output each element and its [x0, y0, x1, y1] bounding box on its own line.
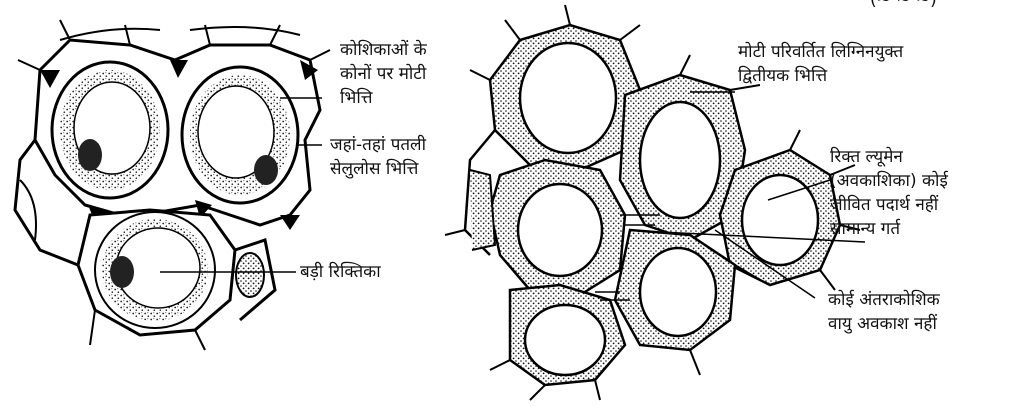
label-thin-cellulose-line1: जहां-तहां पतली [330, 133, 426, 157]
label-top-cut-line1: (~ ~ ~) [870, 0, 937, 12]
label-thin-cellulose-line2: सेलुलोस भित्ति [330, 157, 426, 181]
label-simple-pit: सामान्य गर्त [830, 217, 948, 241]
label-lignified-wall: मोटी परिवर्तित लिग्निनयुक्त द्वितीयक भित… [738, 40, 903, 88]
label-large-vacuole: बड़ी रिक्तिका [300, 260, 381, 284]
label-lignified-wall-line2: द्वितीयक भित्ति [738, 64, 903, 88]
label-no-air-space-line2: वायु अवकाश नहीं [828, 312, 940, 336]
label-empty-lumen: रिक्त ल्यूमेन (अवकाशिका) कोई जीवित पदार्… [830, 145, 948, 241]
label-large-vacuole-line1: बड़ी रिक्तिका [300, 260, 381, 284]
label-thin-cellulose: जहां-तहां पतली सेलुलोस भित्ति [330, 133, 426, 181]
label-empty-lumen-line1: रिक्त ल्यूमेन [830, 145, 948, 169]
label-no-air-space-line1: कोई अंतराकोशिक [828, 288, 940, 312]
left-cells-group [15, 20, 330, 350]
label-top-cut: (~ ~ ~) [870, 0, 937, 12]
label-thick-corners-line1: कोशिकाओं के [340, 38, 427, 62]
label-empty-lumen-line3: जीवित पदार्थ नहीं [830, 193, 948, 217]
label-thick-corners: कोशिकाओं के कोनों पर मोटी भित्ति [340, 38, 427, 110]
label-empty-lumen-line2: (अवकाशिका) कोई [830, 169, 948, 193]
label-thick-corners-line2: कोनों पर मोटी [340, 62, 427, 86]
label-lignified-wall-line1: मोटी परिवर्तित लिग्निनयुक्त [738, 40, 903, 64]
label-no-air-space: कोई अंतराकोशिक वायु अवकाश नहीं [828, 288, 940, 336]
label-thick-corners-line3: भित्ति [340, 86, 427, 110]
